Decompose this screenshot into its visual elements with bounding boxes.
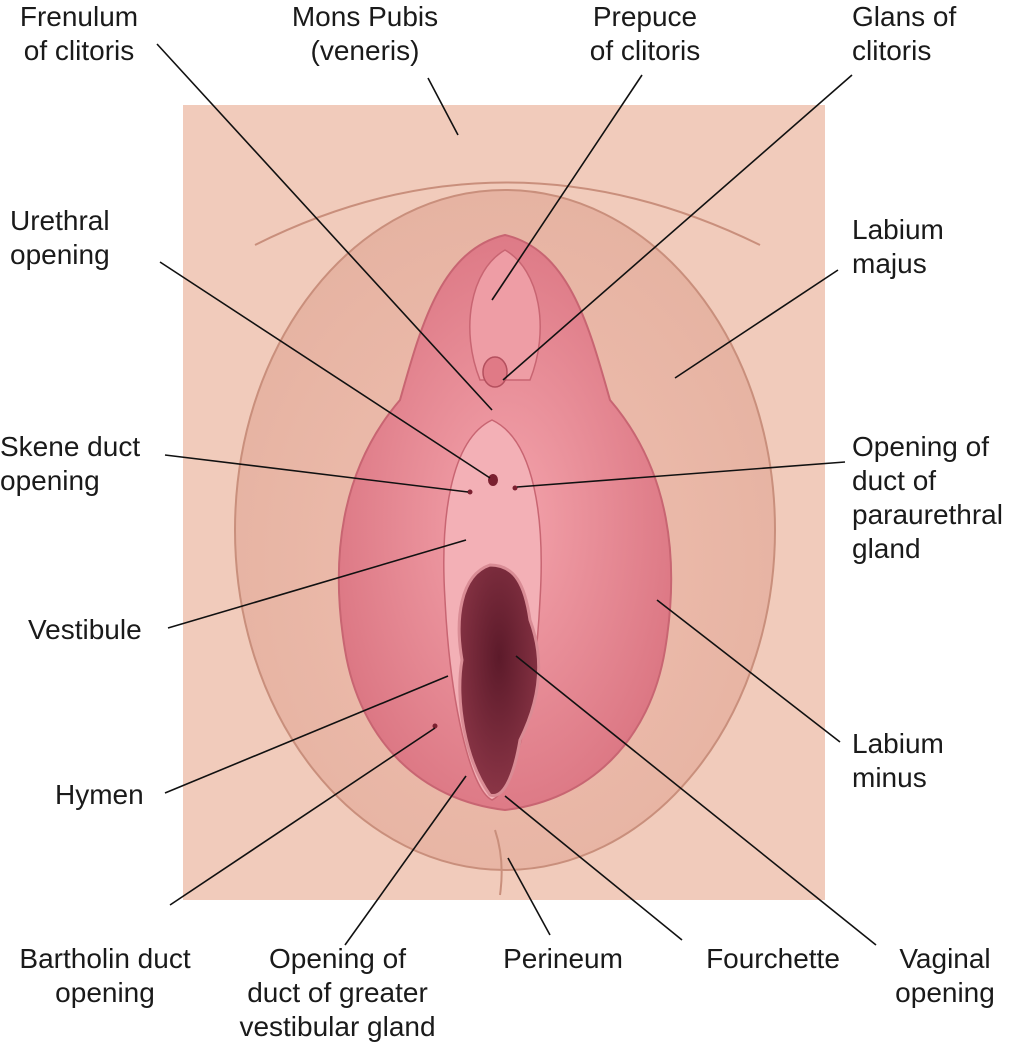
label-skene-duct-opening: Skene duct opening — [0, 431, 141, 496]
leader-frenulum — [156, 43, 493, 411]
leader-bartholin — [169, 727, 436, 906]
label-bartholin-duct-opening: Bartholin duct opening — [19, 943, 191, 1008]
label-vaginal-opening: Vaginal opening — [895, 943, 995, 1008]
leader-greater-vestibular — [344, 775, 467, 946]
bartholin-duct-dot — [432, 723, 438, 729]
label-prepuce-of-clitoris: Prepuce of clitoris — [589, 1, 701, 66]
label-greater-vestibular-gland: Opening of duct of greater vestibular gl… — [239, 943, 436, 1042]
leader-hymen — [164, 675, 449, 794]
leader-prepuce — [491, 74, 643, 301]
label-vestibule: Vestibule — [28, 614, 142, 645]
label-paraurethral-gland: Opening of duct of paraurethral gland — [852, 431, 1003, 564]
leader-labium-minus — [656, 599, 841, 743]
leader-labium-majus — [674, 269, 839, 379]
label-fourchette: Fourchette — [706, 943, 840, 974]
label-frenulum-of-clitoris: Frenulum of clitoris — [19, 1, 139, 66]
label-glans-of-clitoris: Glans of clitoris — [852, 1, 957, 66]
mons-pubis-curve — [254, 181, 761, 246]
label-urethral-opening: Urethral opening — [10, 205, 110, 270]
leader-mons — [427, 77, 459, 136]
vaginal-opening-shape — [457, 563, 541, 797]
leader-fourchette — [504, 795, 683, 941]
skene-duct-dot — [467, 489, 473, 495]
label-perineum: Perineum — [503, 943, 623, 974]
urethral-meatus — [488, 474, 498, 486]
perineum-fold — [494, 829, 503, 896]
leader-skene — [164, 454, 469, 493]
leader-vaginal — [515, 655, 877, 946]
label-mons-pubis: Mons Pubis (veneris) — [291, 1, 439, 66]
glans-of-clitoris — [482, 356, 508, 388]
label-hymen: Hymen — [55, 779, 144, 810]
label-labium-majus: Labium majus — [852, 214, 944, 279]
leader-perineum — [507, 857, 551, 936]
leader-paraurethral — [516, 461, 846, 488]
leader-urethral — [159, 261, 491, 479]
label-labium-minus: Labium minus — [852, 728, 944, 793]
leader-vestibule — [167, 539, 467, 629]
paraurethral-duct-dot — [512, 485, 518, 491]
leader-glans — [502, 74, 853, 381]
